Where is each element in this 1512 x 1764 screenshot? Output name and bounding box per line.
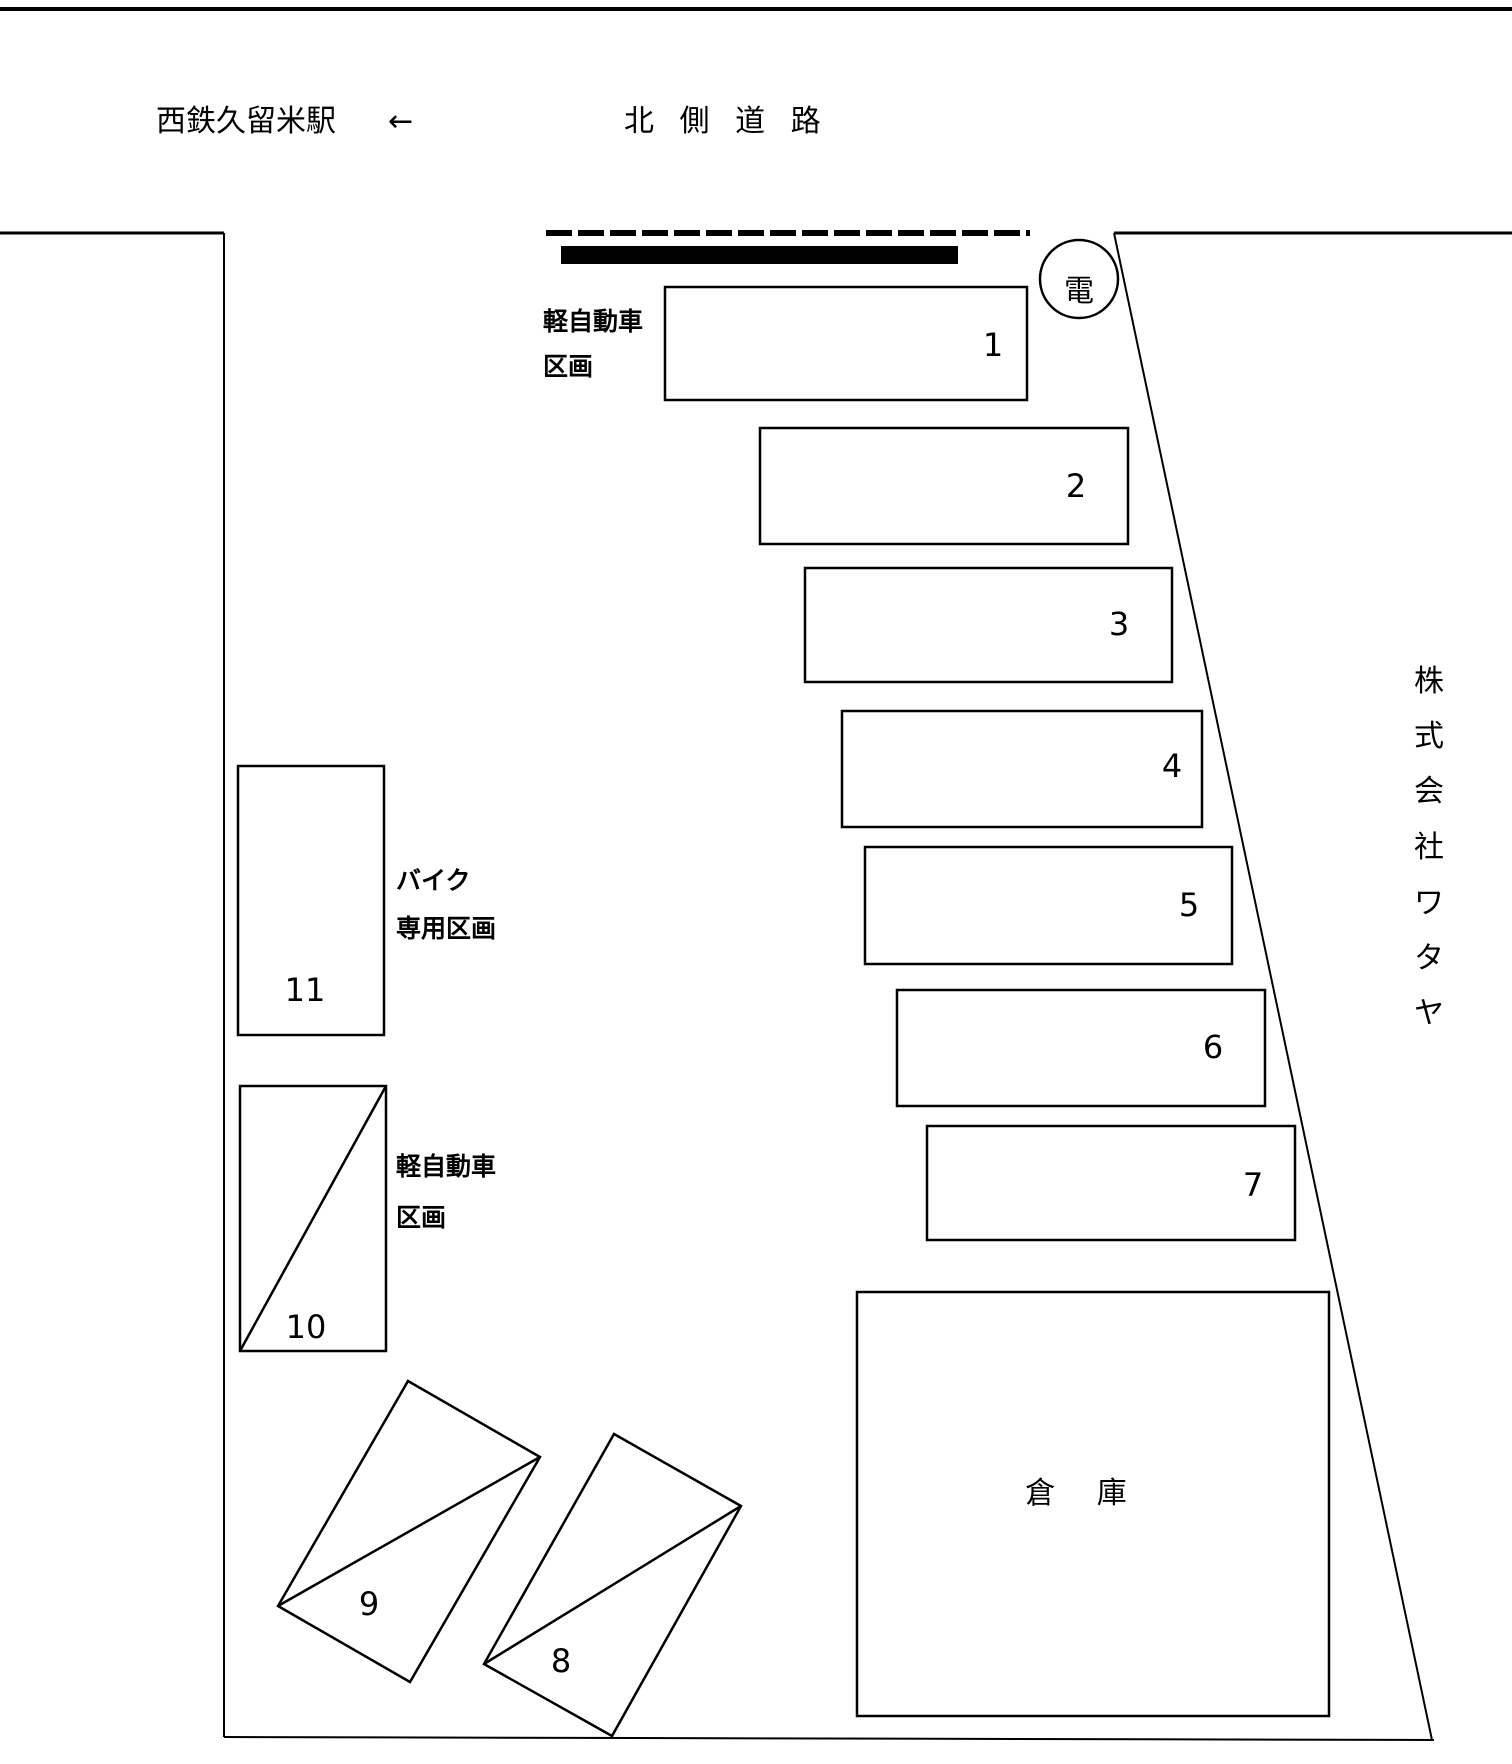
space-number-1: 1 xyxy=(983,326,1003,364)
kei-label-left-line2: 区画 xyxy=(396,1203,446,1232)
station-label: 西鉄久留米駅 xyxy=(156,104,336,139)
space-9-diagonal xyxy=(277,1455,541,1608)
parking-space-1 xyxy=(663,285,1029,402)
parking-space-9 xyxy=(276,1379,542,1684)
entrance-bar xyxy=(561,246,958,264)
company-label-char-1: 株 xyxy=(1414,664,1444,699)
company-label-char-2: 式 xyxy=(1414,719,1444,754)
company-label-char-7: ヤ xyxy=(1414,996,1444,1031)
warehouse xyxy=(855,1290,1331,1718)
bike-label-line2: 専用区画 xyxy=(396,914,496,943)
space-number-3: 3 xyxy=(1109,605,1129,643)
space-number-11: 11 xyxy=(285,971,326,1009)
space-number-5: 5 xyxy=(1179,886,1199,924)
space-number-6: 6 xyxy=(1203,1028,1223,1066)
company-label-char-5: ワ xyxy=(1414,886,1444,921)
parking-space-4 xyxy=(840,709,1204,829)
utility-pole xyxy=(1038,238,1120,320)
parking-space-8 xyxy=(482,1432,743,1738)
space-number-10: 10 xyxy=(286,1308,327,1346)
warehouse-label: 倉 庫 xyxy=(1025,1476,1143,1511)
space-number-7: 7 xyxy=(1243,1166,1263,1204)
lot-east-boundary xyxy=(1113,232,1433,1741)
space-10-diagonal xyxy=(238,1085,388,1352)
space-number-9: 9 xyxy=(359,1585,379,1623)
bike-label-line1: バイク xyxy=(396,866,471,895)
direction-arrow: ← xyxy=(388,104,413,139)
parking-space-5 xyxy=(863,845,1234,966)
parking-space-7 xyxy=(925,1124,1297,1242)
parking-space-3 xyxy=(803,566,1174,684)
parking-space-11 xyxy=(236,764,386,1037)
company-label-char-6: タ xyxy=(1414,941,1444,976)
parking-space-2 xyxy=(758,426,1130,546)
company-label-char-4: 社 xyxy=(1414,830,1444,865)
space-8-diagonal xyxy=(483,1504,742,1666)
pole-label: 電 xyxy=(1064,274,1094,309)
space-number-2: 2 xyxy=(1066,467,1086,505)
road-label: 北 側 道 路 xyxy=(624,104,829,139)
parking-space-6 xyxy=(895,988,1267,1108)
kei-label-top-line2: 区画 xyxy=(543,352,593,381)
lot-south-boundary xyxy=(223,1736,1435,1741)
space-number-8: 8 xyxy=(551,1642,571,1680)
kei-label-top-line1: 軽自動車 xyxy=(543,307,643,336)
parking-space-10 xyxy=(238,1084,388,1353)
space-number-4: 4 xyxy=(1162,747,1182,785)
company-label-char-3: 会 xyxy=(1414,774,1444,809)
kei-label-left-line1: 軽自動車 xyxy=(396,1152,496,1181)
